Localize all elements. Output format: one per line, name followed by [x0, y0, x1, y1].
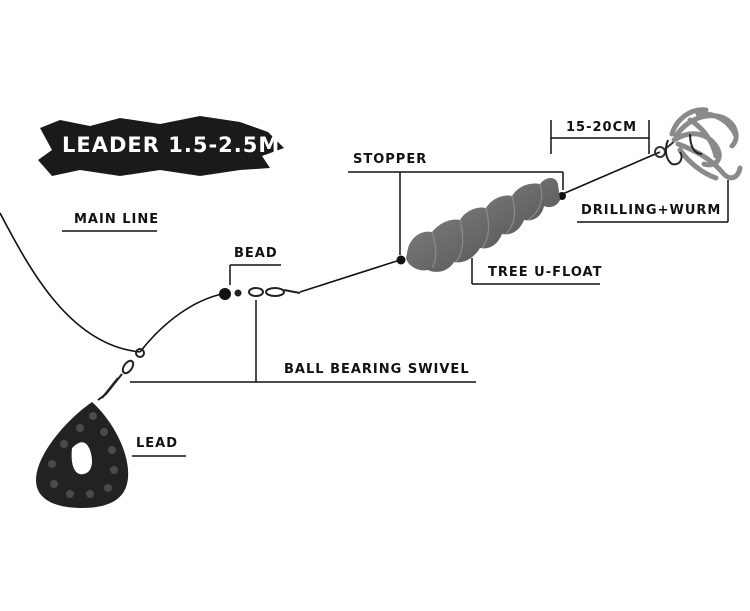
bead-small: [234, 289, 242, 297]
ball-bearing-swivel: [248, 287, 301, 297]
stopper-bead-2: [558, 192, 566, 200]
bead-label: BEAD: [234, 246, 278, 261]
leader-title: LEADER 1.5-2.5M: [62, 133, 281, 157]
callout-lines: [62, 120, 729, 457]
stopper-label: STOPPER: [353, 152, 428, 167]
bead: [219, 288, 231, 300]
main-line-label: MAIN LINE: [74, 212, 160, 227]
leader-line: [299, 259, 401, 293]
stopper-bead-1: [396, 255, 406, 265]
drilling-wurm-label: DRILLING+WURM: [581, 203, 722, 218]
lead-snap: [97, 348, 145, 401]
lead-hole: [71, 442, 92, 475]
distance-label: 15-20CM: [566, 120, 638, 135]
lead-label: LEAD: [136, 436, 179, 451]
lead-dots: [48, 412, 118, 498]
leader-banner: [38, 116, 284, 176]
tree-u-float: [406, 178, 560, 272]
line-to-bead: [139, 293, 223, 353]
line-to-hook: [557, 151, 661, 197]
hook-points: [664, 133, 703, 166]
tree-u-float-label: TREE U-FLOAT: [488, 265, 603, 280]
wurm-lure: [669, 107, 743, 181]
main-line: [0, 212, 141, 353]
ball-bearing-swivel-label: BALL BEARING SWIVEL: [284, 362, 470, 377]
